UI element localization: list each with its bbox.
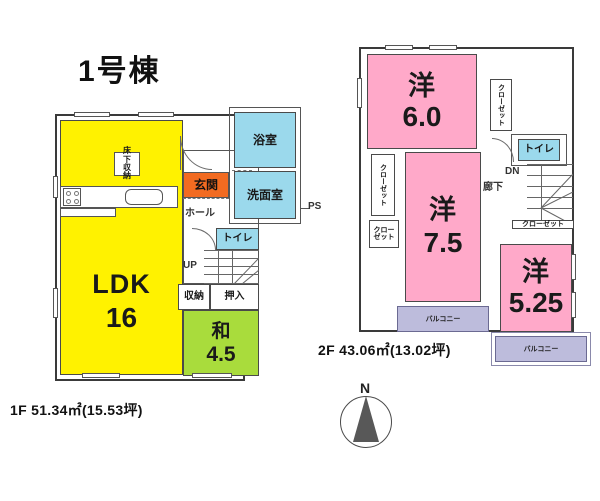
closet-bedroom-75-tall-label: クローゼット xyxy=(379,164,387,206)
room-washitsu-name: 和 xyxy=(211,320,231,342)
ps-label-wrap: PS xyxy=(308,201,321,212)
corridor-label: 廊下 xyxy=(483,182,503,193)
room-washroom: 洗面室 xyxy=(234,171,296,219)
window-bottom-1 xyxy=(82,373,120,378)
room-ldk-name: LDK xyxy=(92,269,151,299)
floor1-plan: LDK 16 床下収納 和 4.5 収納 xyxy=(52,98,321,383)
closet-bedroom-6: クローゼット xyxy=(490,79,512,131)
genkan-step xyxy=(183,198,229,199)
storage-closet: 収納 xyxy=(178,284,210,310)
closet-bedroom-75-small: クロー ゼット xyxy=(369,220,399,248)
underfloor-storage-label: 床下収納 xyxy=(123,146,131,181)
room-ldk-size: 16 xyxy=(105,302,138,333)
closet-bedroom-75-small-l2: ゼット xyxy=(373,234,395,241)
compass-north-label: N xyxy=(360,380,371,396)
room-bedroom-75-size: 7.5 xyxy=(423,227,463,258)
sink-icon xyxy=(125,189,163,205)
room-bedroom-6-name: 洋 xyxy=(408,70,436,101)
floor2-window-top-2 xyxy=(429,45,457,50)
window-left-2 xyxy=(53,288,58,318)
room-bedroom-525-size: 5.25 xyxy=(508,287,564,318)
page-title: 1号棟 xyxy=(78,55,161,88)
room-bedroom-6: 洋 6.0 xyxy=(367,54,477,149)
window-left-1 xyxy=(53,176,58,198)
toilet-2f-enclosure xyxy=(511,134,567,166)
window-top-2 xyxy=(138,112,174,117)
balcony-right: バルコニー xyxy=(495,336,587,362)
underfloor-storage-box: 床下収納 xyxy=(114,147,140,180)
genkan-label: 玄関 xyxy=(193,178,218,192)
wet-zone-outer-wall xyxy=(229,107,301,224)
entrance-door-leaf xyxy=(180,136,181,170)
balcony-left-label: バルコニー xyxy=(425,315,461,323)
room-washitsu-size: 4.5 xyxy=(206,342,236,366)
balcony-right-frame xyxy=(491,332,591,366)
hall-label: ホール xyxy=(185,207,215,219)
floor2-window-top-1 xyxy=(385,45,413,50)
kitchen-lower-cabinet xyxy=(60,208,116,217)
room-toilet-2f: トイレ xyxy=(518,139,560,161)
balcony-left: バルコニー xyxy=(397,306,489,332)
corridor-label-wrap: 廊下 xyxy=(483,178,503,193)
room-bedroom-75: 洋 7.5 xyxy=(405,152,481,302)
floor2-window-left-1 xyxy=(357,78,362,108)
window-top-1 xyxy=(74,112,110,117)
closet-bedroom-6-label: クローゼット xyxy=(497,84,505,126)
dn-label: DN xyxy=(505,166,520,177)
room-genkan: 玄関 xyxy=(183,172,229,198)
room-bedroom-6-size: 6.0 xyxy=(402,100,442,132)
room-bedroom-525: 洋 5.25 xyxy=(500,244,572,332)
floor2-window-right-1 xyxy=(571,254,576,280)
closet-bedroom-525-label: クローゼット xyxy=(522,221,564,228)
up-label: UP xyxy=(183,260,197,271)
stairs-1f xyxy=(204,250,259,284)
washroom-label: 洗面室 xyxy=(246,188,283,202)
room-bath: 浴室 xyxy=(234,112,296,168)
floor2-window-right-2 xyxy=(571,292,576,318)
ps-leader-line xyxy=(301,208,309,209)
stair-winder-icon xyxy=(233,257,259,284)
floor2-plan: 洋 6.0 クローゼット トイレ 洋 7.5 クローゼット クロー ゼット xyxy=(355,42,595,366)
closet-bedroom-75-tall: クローゼット xyxy=(371,154,395,216)
closet-bedroom-75-small-l1: クロー xyxy=(373,227,395,234)
ps-label: PS xyxy=(308,201,322,212)
room-bedroom-75-name: 洋 xyxy=(429,195,457,225)
floor2-area-caption: 2F 43.06㎡(13.02坪) xyxy=(318,342,451,358)
dn-label-wrap: DN xyxy=(505,166,519,177)
hall-label-wrap: ホール xyxy=(185,204,229,219)
stairs-2f xyxy=(527,164,573,222)
compass: N xyxy=(336,380,406,460)
balcony-right-label: バルコニー xyxy=(523,345,559,353)
washroom-door-dash xyxy=(232,170,252,171)
floor1-area-caption: 1F 51.34㎡(15.53坪) xyxy=(10,402,143,418)
up-label-wrap: UP xyxy=(183,260,197,271)
window-bottom-2 xyxy=(192,373,232,378)
compass-needle-icon xyxy=(353,396,379,442)
oshiire-closet: 押入 xyxy=(210,284,259,310)
room-bedroom-525-name: 洋 xyxy=(522,257,550,287)
toilet-2f-label: トイレ xyxy=(524,144,554,155)
stair-winder-2f-icon xyxy=(540,173,573,222)
stove-icon xyxy=(63,188,81,206)
closet-bedroom-525: クローゼット xyxy=(512,220,574,229)
bath-label: 浴室 xyxy=(252,133,277,147)
oshiire-label: 押入 xyxy=(224,291,245,302)
room-washitsu: 和 4.5 xyxy=(183,310,259,376)
room-toilet-1f: トイレ xyxy=(216,228,259,250)
toilet-1f-label: トイレ xyxy=(222,233,253,244)
storage-label: 収納 xyxy=(184,291,204,302)
